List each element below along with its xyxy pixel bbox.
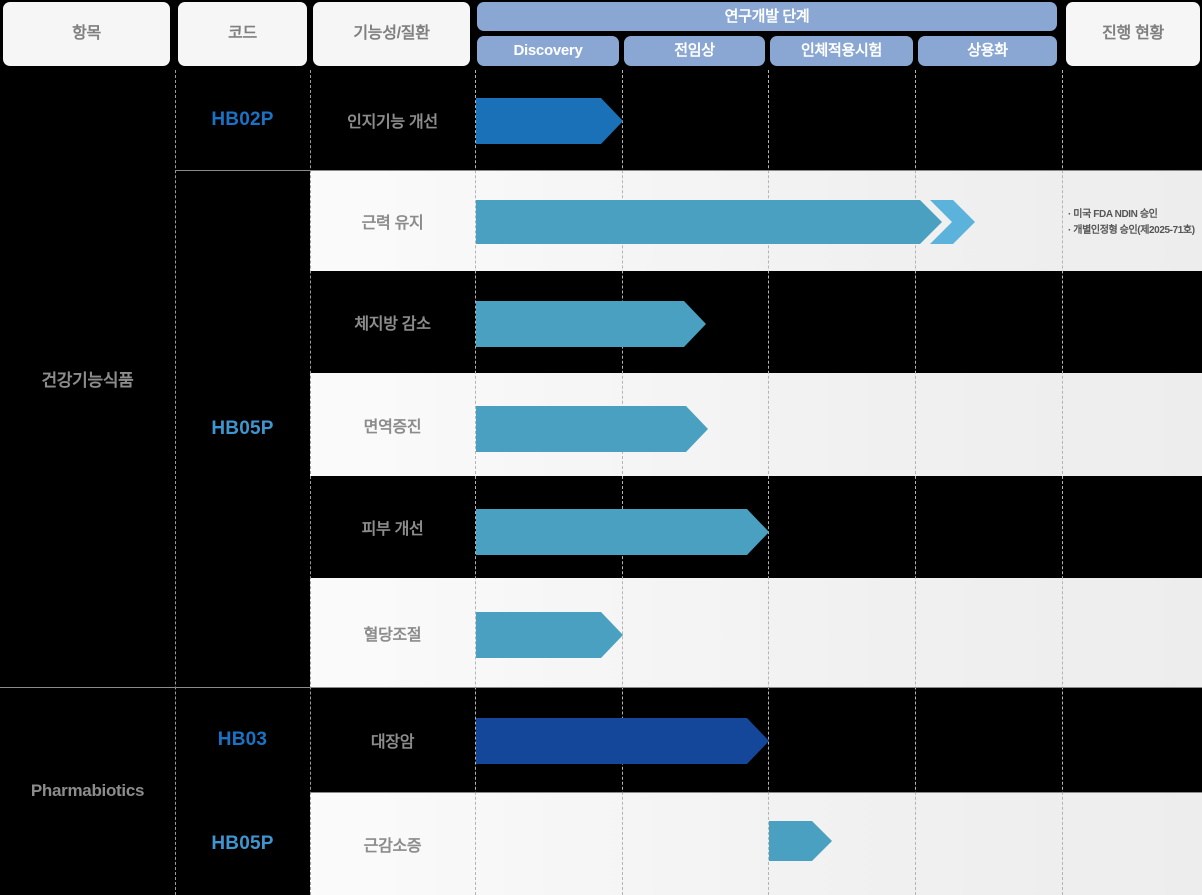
code-hb03: HB03 [217, 728, 268, 750]
bar-muscle-maintenance-chevron [930, 200, 975, 244]
bar-immunity [476, 406, 708, 452]
bar-body-fat [476, 301, 706, 347]
bar-skin [476, 509, 769, 555]
arrow-shape [476, 612, 623, 658]
arrow-shape [769, 821, 832, 861]
left-column-mask-top [0, 70, 310, 170]
bar-blood-glucose [476, 612, 623, 658]
function-body-fat: 체지방 감소 [354, 316, 431, 333]
arrow-shape [476, 406, 708, 452]
arrow-shape [476, 718, 769, 764]
bar-colorectal-cancer [476, 718, 769, 764]
bar-cognitive [476, 98, 623, 144]
status-muscle-maintenance: · 미국 FDA NDIN 승인 · 개별인정형 승인(제2025-71호) [1068, 207, 1200, 238]
function-muscle-maintenance: 근력 유지 [361, 214, 424, 232]
divider-code-function [310, 70, 311, 895]
code-hb02p: HB02P [211, 109, 274, 130]
divider-function-stage [475, 70, 476, 895]
divider-stage-status [1062, 70, 1063, 895]
function-cognitive: 인지기능 개선 [347, 114, 438, 131]
rule-category-split [0, 687, 1202, 688]
header-stage-discovery[interactable]: Discovery [477, 36, 619, 66]
category-pharmabiotics: Pharmabiotics [30, 781, 145, 800]
divider-stage-3-4 [915, 70, 916, 895]
header-stage-preclinical[interactable]: 전임상 [624, 36, 765, 66]
arrow-shape [476, 200, 942, 244]
rule-under-row7 [310, 792, 1202, 793]
header-stage-human-trial[interactable]: 인체적용시험 [770, 36, 913, 66]
rule-under-row1 [175, 170, 1202, 171]
function-blood-glucose: 혈당조절 [363, 626, 422, 644]
left-column-mask [0, 170, 310, 895]
category-health-food: 건강기능식품 [41, 371, 134, 390]
header-code: 코드 [178, 2, 307, 66]
header-stage-commercialization[interactable]: 상용화 [918, 36, 1057, 66]
arrow-shape [476, 301, 706, 347]
bar-muscle-maintenance [476, 200, 942, 244]
header-item: 항목 [3, 2, 170, 66]
chevron-shape [930, 200, 975, 244]
status-line-2: · 개별인정형 승인(제2025-71호) [1068, 224, 1195, 236]
header-function: 기능성/질환 [313, 2, 470, 66]
arrow-shape [476, 509, 769, 555]
code-hb05p-health: HB05P [211, 417, 274, 439]
divider-item-code [175, 70, 176, 895]
function-immunity: 면역증진 [363, 418, 422, 436]
arrow-shape [476, 98, 623, 144]
function-colorectal-cancer: 대장암 [370, 733, 415, 751]
code-hb05p-pharma: HB05P [211, 832, 274, 854]
bar-sarcopenia [769, 821, 832, 861]
header-stage-group: 연구개발 단계 [477, 2, 1057, 31]
divider-stage-2-3 [768, 70, 769, 895]
function-skin: 피부 개선 [361, 521, 424, 538]
divider-stage-1-2 [622, 70, 623, 895]
function-sarcopenia: 근감소증 [363, 837, 422, 855]
status-line-1: · 미국 FDA NDIN 승인 [1068, 209, 1158, 220]
header-status: 진행 현황 [1066, 2, 1200, 66]
